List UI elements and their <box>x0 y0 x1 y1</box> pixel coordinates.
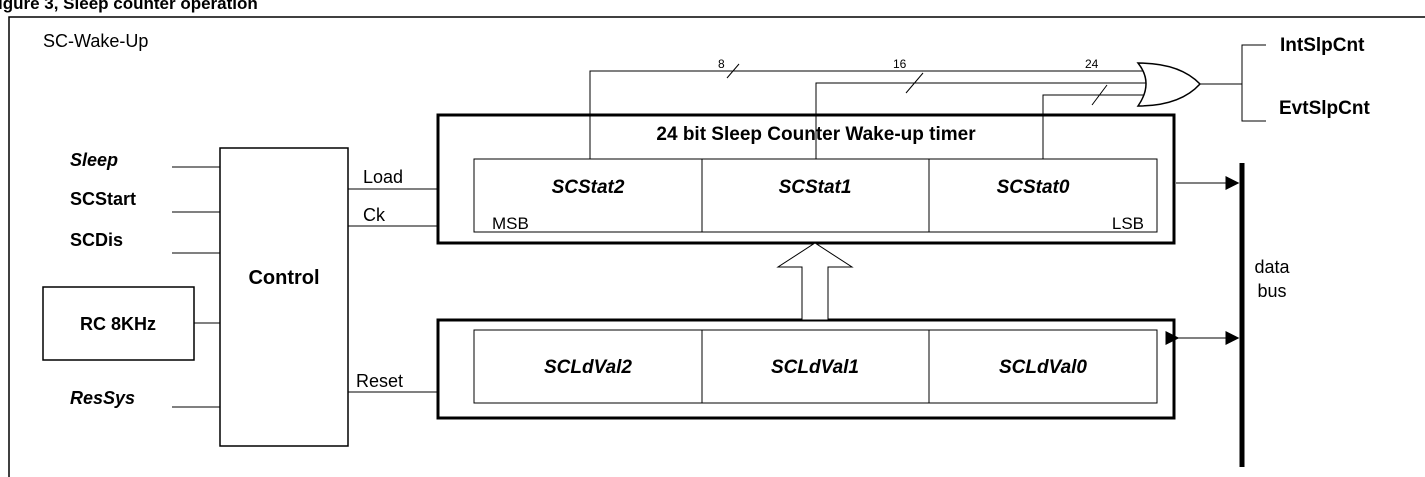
bus-24bit-line <box>1042 94 1146 159</box>
scstat2-cell: SCStat2 <box>552 177 625 198</box>
data-bus-label-line2: bus <box>1257 281 1286 301</box>
rc-oscillator-box <box>42 286 195 361</box>
data-bus-label-line1: data <box>1254 257 1290 277</box>
load-value-block <box>436 318 1176 420</box>
bus-8bit-label: 8 <box>718 57 725 71</box>
input-ressys-label: ResSys <box>70 388 135 408</box>
input-sleep-label: Sleep <box>70 150 118 170</box>
lsb-label: LSB <box>1112 214 1144 233</box>
scstat0-cell: SCStat0 <box>997 177 1070 198</box>
bus-24bit-slash <box>1091 84 1108 106</box>
or-gate <box>1136 62 1202 107</box>
evtslpcnt-label: EvtSlpCnt <box>1279 98 1370 119</box>
bus-16bit-slash <box>905 72 924 94</box>
scldval2-cell: SCLdVal2 <box>544 357 632 378</box>
load-transfer-arrow <box>776 242 854 321</box>
bus-16bit-label: 16 <box>893 57 907 71</box>
panel-border <box>8 16 1425 477</box>
control-block <box>219 147 349 447</box>
output-fork <box>1241 44 1266 122</box>
scldval1-cell: SCLdVal1 <box>771 357 859 378</box>
reset-label: Reset <box>356 371 403 391</box>
rc-oscillator-label: RC 8KHz <box>80 314 156 334</box>
figure-caption: igure 3, Sleep counter operation <box>0 0 258 13</box>
panel-title: SC-Wake-Up <box>43 31 148 51</box>
sleep-counter-block <box>436 113 1176 245</box>
msb-label: MSB <box>492 214 529 233</box>
ck-label: Ck <box>363 205 386 225</box>
scldval0-cell: SCLdVal0 <box>999 357 1087 378</box>
scstat1-cell: SCStat1 <box>779 177 852 198</box>
bus-16bit-line <box>815 82 1148 159</box>
input-scdis-label: SCDis <box>70 230 123 250</box>
bus-8bit-slash <box>726 63 740 79</box>
load-value-register <box>473 329 1158 404</box>
input-scstart-label: SCStart <box>70 189 136 209</box>
bus-8bit-line <box>589 70 1146 159</box>
control-label: Control <box>248 267 319 289</box>
bus-24bit-label: 24 <box>1085 57 1099 71</box>
load-label: Load <box>363 167 403 187</box>
intslpcnt-label: IntSlpCnt <box>1280 35 1365 56</box>
